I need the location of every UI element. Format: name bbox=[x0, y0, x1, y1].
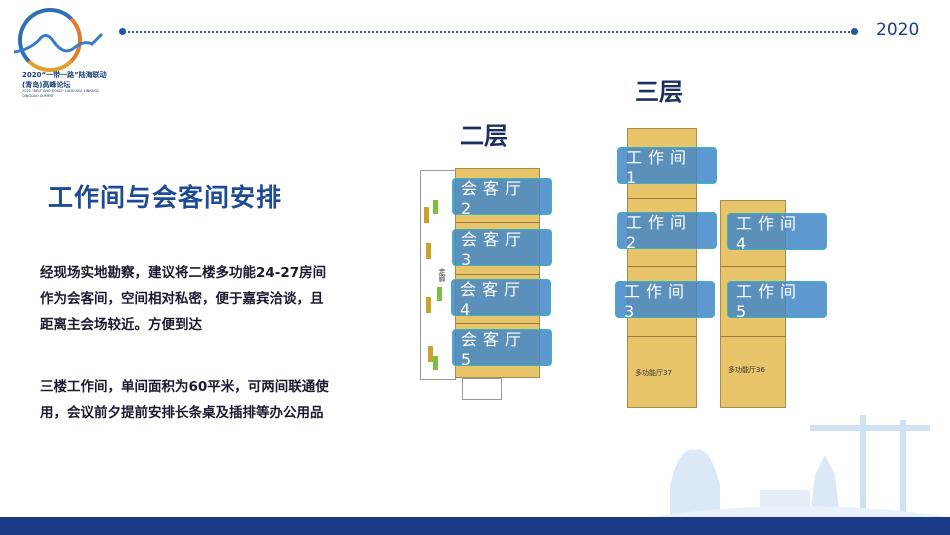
workroom-3[interactable]: 工作间 3 bbox=[615, 281, 715, 321]
logo-wave-icon bbox=[14, 32, 104, 54]
floor2-heading: 二层 bbox=[460, 122, 508, 150]
room-divider bbox=[455, 323, 540, 324]
workroom-4[interactable]: 工作间 4 bbox=[727, 213, 827, 253]
hall-37-label: 多功能厅37 bbox=[635, 369, 672, 377]
year-label: 2020 bbox=[876, 20, 920, 40]
meeting-room-2[interactable]: 会客厅 2 bbox=[452, 178, 552, 218]
room-divider bbox=[455, 274, 540, 275]
stairs bbox=[462, 378, 502, 400]
city-skyline-illustration bbox=[650, 415, 950, 517]
corridor-label: 走廊 bbox=[438, 268, 446, 282]
workroom-1[interactable]: 工作间 1 bbox=[617, 147, 717, 187]
hall-36-label: 多功能厅36 bbox=[728, 366, 765, 374]
logo-text: 2020“一带一路”陆海联动 bbox=[22, 71, 107, 79]
marker bbox=[426, 297, 431, 313]
room-divider bbox=[720, 336, 786, 337]
paragraph-workrooms: 三楼工作间，单间面积为60平米，可两间联通使 用，会议前夕提前安排长条桌及插排等… bbox=[40, 374, 329, 426]
text-line: 经现场实地勘察，建议将二楼多功能24-27房间 bbox=[40, 265, 327, 281]
logo-text: 2020 "BELT AND ROAD" LAND-SEA LINKAGE bbox=[22, 89, 99, 93]
text-line: 作为会客间，空间相对私密，便于嘉宾洽谈，且 bbox=[40, 291, 324, 307]
text-line: 用，会议前夕提前安排长条桌及插排等办公用品 bbox=[40, 405, 324, 421]
marker bbox=[433, 200, 438, 214]
marker bbox=[437, 287, 442, 301]
marker bbox=[433, 356, 438, 370]
footer-bar bbox=[0, 517, 950, 535]
marker bbox=[428, 346, 433, 362]
divider-dot bbox=[119, 28, 126, 35]
meeting-room-4[interactable]: 会客厅 4 bbox=[451, 279, 551, 319]
logo-text: QINGDAO SUMMIT bbox=[22, 94, 54, 98]
logo-ring bbox=[18, 8, 82, 72]
workroom-5[interactable]: 工作间 5 bbox=[727, 281, 827, 321]
header-divider bbox=[124, 31, 854, 33]
room-divider bbox=[720, 266, 786, 267]
paragraph-meeting-rooms: 经现场实地勘察，建议将二楼多功能24-27房间 作为会客间，空间相对私密，便于嘉… bbox=[40, 260, 326, 338]
text-line: 距离主会场较近。方便到达 bbox=[40, 317, 202, 333]
meeting-room-3[interactable]: 会客厅 3 bbox=[452, 229, 552, 269]
marker bbox=[426, 243, 431, 259]
text-line: 三楼工作间，单间面积为60平米，可两间联通使 bbox=[40, 379, 329, 395]
room-divider bbox=[455, 222, 540, 223]
page-title: 工作间与会客间安排 bbox=[48, 183, 283, 212]
meeting-room-5[interactable]: 会客厅 5 bbox=[452, 329, 552, 369]
marker bbox=[424, 207, 429, 223]
room-divider bbox=[627, 336, 697, 337]
room-divider bbox=[627, 198, 697, 199]
divider-dot bbox=[851, 28, 858, 35]
workroom-2[interactable]: 工作间 2 bbox=[617, 212, 717, 252]
logo-text: (青岛)高峰论坛 bbox=[22, 81, 71, 89]
room-divider bbox=[627, 266, 697, 267]
floor3-heading: 三层 bbox=[635, 78, 683, 106]
